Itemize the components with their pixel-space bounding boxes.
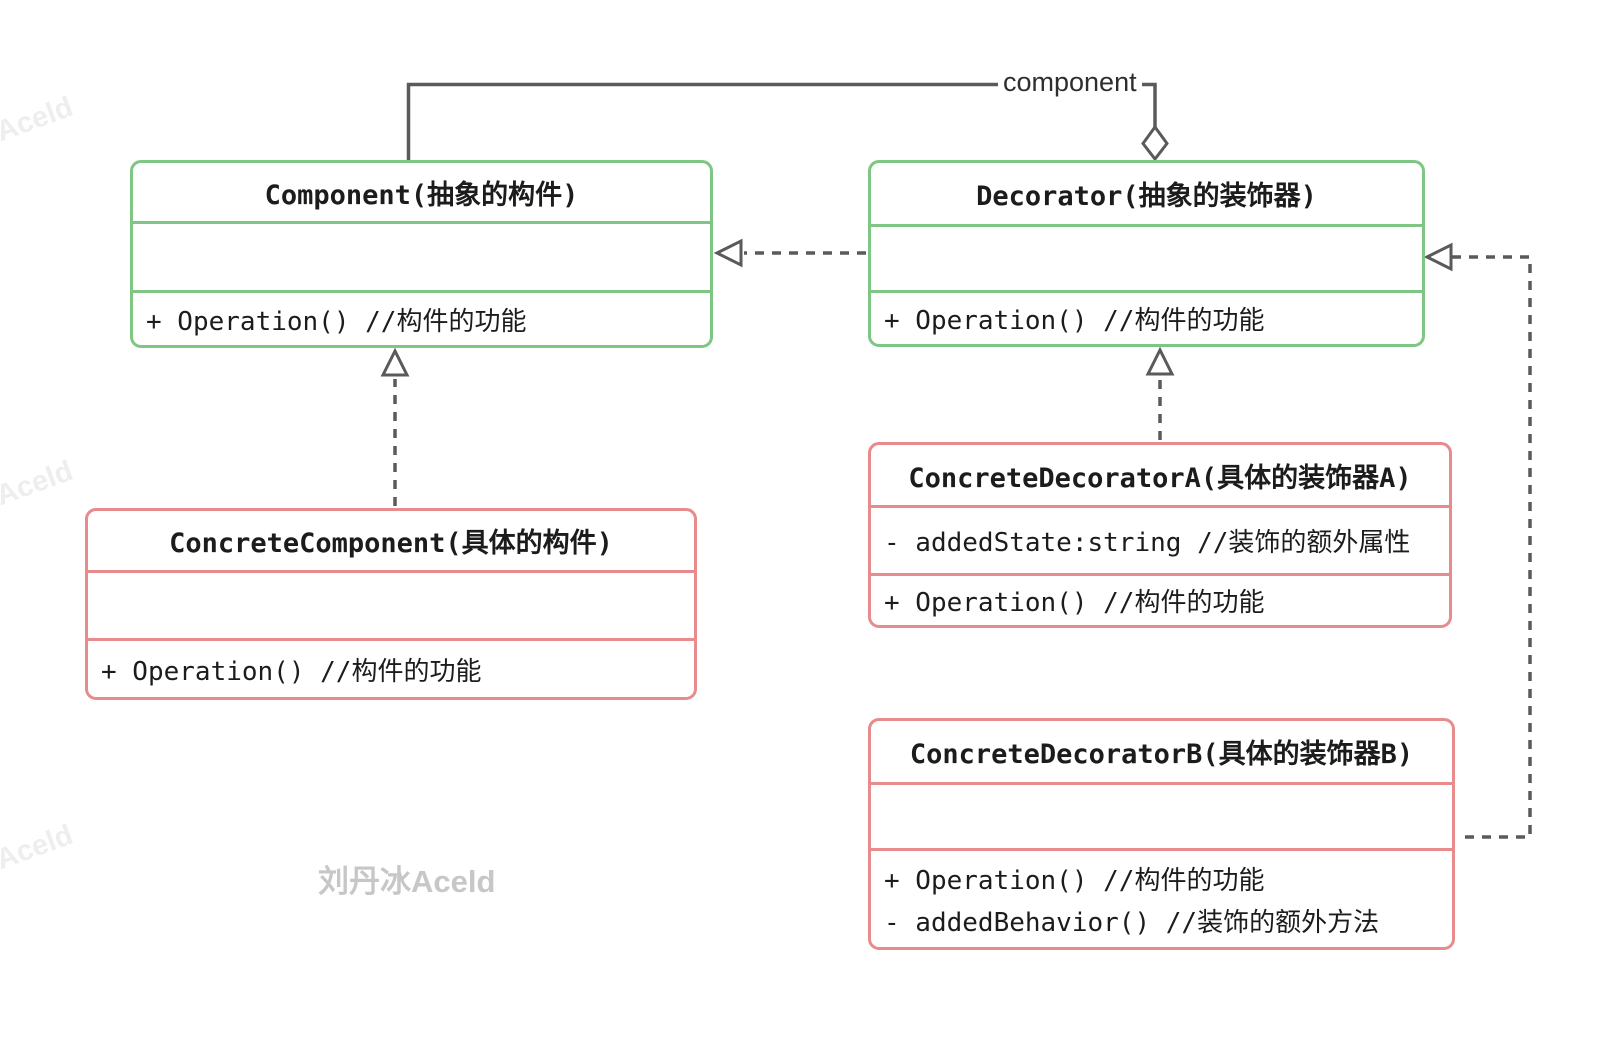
method-text: - addedBehavior() //装饰的额外方法	[884, 907, 1380, 938]
class-title-concrete-decorator-a: ConcreteDecoratorA(具体的装饰器A)	[908, 462, 1412, 494]
class-title-concrete-decorator-b: ConcreteDecoratorB(具体的装饰器B)	[909, 739, 1414, 770]
arrowhead-component-bottom-icon	[380, 347, 410, 377]
arrowhead-decorator-bottom-icon	[1145, 346, 1175, 376]
arrowhead-component-right-icon	[713, 238, 743, 268]
class-methods-decorator: + Operation() //构件的功能	[871, 290, 1422, 344]
class-attributes-concrete-decorator-b	[871, 782, 1452, 848]
class-methods-concrete-decorator-a: + Operation() //构件的功能	[871, 573, 1449, 625]
class-methods-concrete-component: + Operation() //构件的功能	[88, 638, 694, 697]
class-methods-component: + Operation() //构件的功能	[133, 290, 710, 345]
class-title-component: Component(抽象的构件)	[264, 179, 579, 211]
class-box-component: Component(抽象的构件) + Operation() //构件的功能	[130, 160, 713, 348]
association-label-component: component	[998, 67, 1142, 98]
method-text: + Operation() //构件的功能	[884, 306, 1265, 336]
class-box-concrete-decorator-b: ConcreteDecoratorB(具体的装饰器B) + Operation(…	[868, 718, 1455, 950]
class-title-concrete-component: ConcreteComponent(具体的构件)	[169, 528, 613, 559]
class-title-decorator: Decorator(抽象的装饰器)	[976, 181, 1317, 212]
corner-watermark-bottom: Aceld	[0, 818, 78, 877]
arrowhead-decorator-right-icon	[1423, 242, 1453, 272]
method-text: + Operation() //构件的功能	[101, 656, 482, 687]
realization-line-concretedecoratorb	[1452, 255, 1532, 839]
class-attributes-concrete-component	[88, 570, 694, 638]
method-text: + Operation() //构件的功能	[146, 306, 527, 337]
corner-watermark-top: Aceld	[0, 90, 78, 149]
class-box-concrete-decorator-a: ConcreteDecoratorA(具体的装饰器A) - addedState…	[868, 442, 1452, 628]
class-attributes-decorator	[871, 224, 1422, 290]
class-attributes-concrete-decorator-a: - addedState:string //装饰的额外属性	[871, 505, 1449, 573]
method-text: + Operation() //构件的功能	[884, 865, 1265, 896]
class-methods-concrete-decorator-b: + Operation() //构件的功能 - addedBehavior() …	[871, 848, 1452, 947]
corner-watermark-middle: Aceld	[0, 454, 78, 513]
aggregation-diamond-icon	[1141, 124, 1169, 162]
method-text: + Operation() //构件的功能	[884, 588, 1265, 618]
attribute-text: - addedState:string //装饰的额外属性	[884, 528, 1411, 558]
author-watermark: 刘丹冰Aceld	[318, 864, 496, 899]
class-box-decorator: Decorator(抽象的装饰器) + Operation() //构件的功能	[868, 160, 1425, 347]
class-attributes-component	[133, 221, 710, 290]
class-box-concrete-component: ConcreteComponent(具体的构件) + Operation() /…	[85, 508, 697, 700]
